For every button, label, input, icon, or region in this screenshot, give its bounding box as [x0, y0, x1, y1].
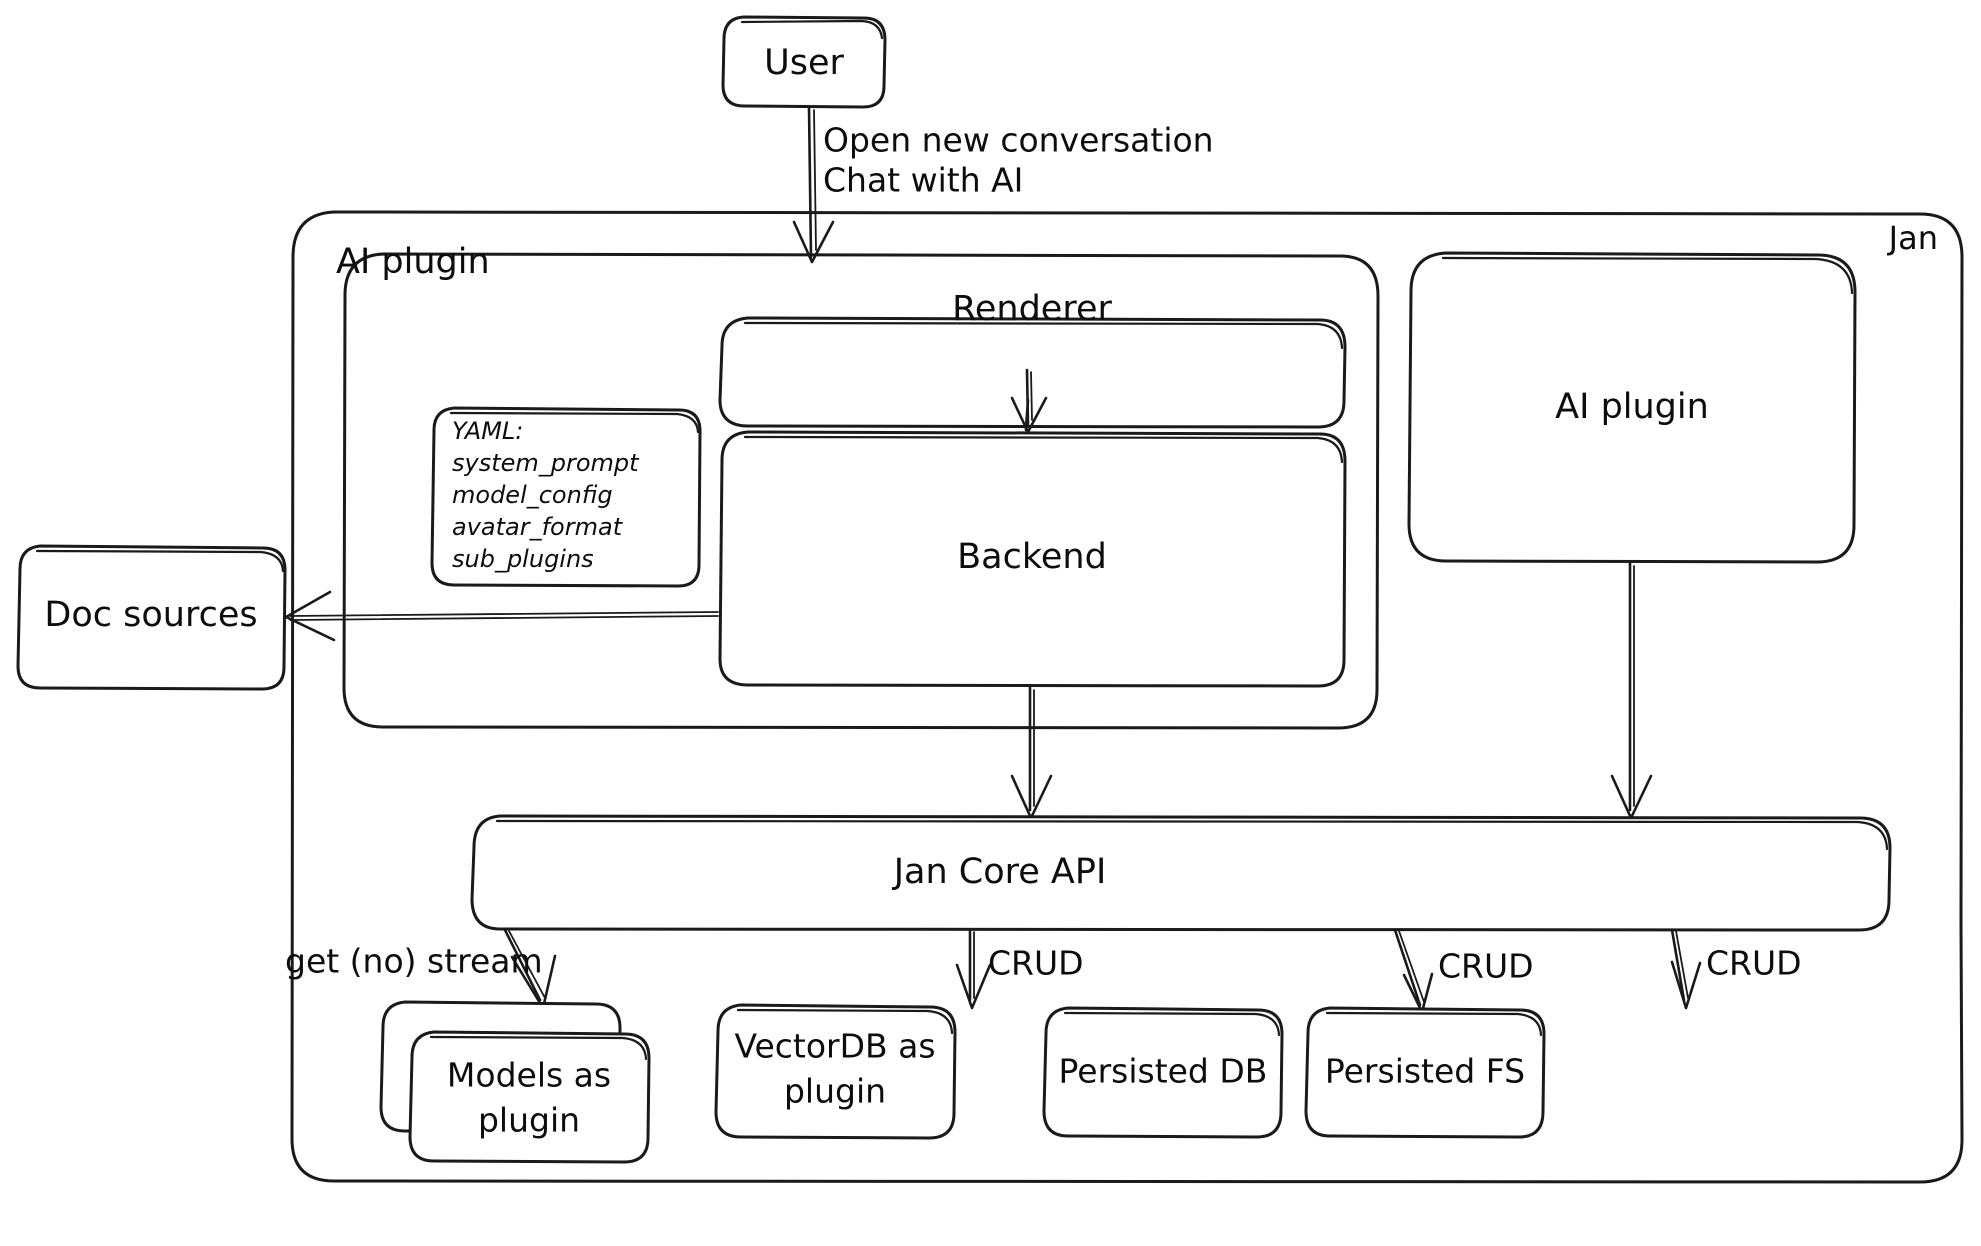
container-ai-plugin-group-label: AI plugin — [336, 242, 490, 282]
edge-user-to-renderer: Open new conversation Chat with AI — [792, 105, 1214, 264]
node-vectordb-plugin[interactable]: VectorDB as plugin — [714, 1003, 957, 1140]
node-doc-sources[interactable]: Doc sources — [16, 544, 287, 691]
node-persisted-fs[interactable]: Persisted FS — [1304, 1006, 1546, 1139]
yaml-key-model-config: model_config — [452, 481, 613, 509]
edge-core-to-persisted-db: CRUD — [1393, 928, 1534, 1014]
yaml-key-avatar-format: avatar_format — [452, 513, 624, 541]
edge-core-to-vectordb: CRUD — [955, 928, 1084, 1010]
node-doc-sources-label: Doc sources — [44, 595, 257, 635]
node-user-label: User — [764, 43, 844, 83]
container-jan-label: Jan — [1887, 219, 1938, 257]
node-renderer-label: Renderer — [952, 289, 1112, 329]
node-persisted-db[interactable]: Persisted DB — [1042, 1006, 1284, 1139]
node-models-plugin[interactable]: Models as plugin — [379, 1000, 651, 1164]
node-ai-plugin-label: AI plugin — [1555, 387, 1709, 427]
edge-label-crud-vectordb: CRUD — [988, 944, 1084, 983]
node-persisted-db-label: Persisted DB — [1059, 1052, 1268, 1091]
container-ai-plugin-group: AI plugin — [336, 242, 1380, 730]
edge-backend-to-core — [1010, 684, 1053, 820]
node-backend[interactable]: Backend — [718, 430, 1347, 688]
node-models-plugin-label-line1: Models as — [447, 1056, 611, 1095]
edge-label-get-no-stream: get (no) stream — [285, 942, 543, 981]
edge-label-crud-persisted-db: CRUD — [1438, 947, 1534, 986]
edge-label-chat-with-ai: Chat with AI — [823, 161, 1023, 200]
node-backend-label: Backend — [957, 537, 1107, 577]
yaml-key-system-prompt: system_prompt — [452, 449, 640, 477]
node-user[interactable]: User — [721, 15, 887, 109]
node-ai-plugin[interactable]: AI plugin — [1407, 251, 1857, 564]
node-vectordb-plugin-label-line1: VectorDB as — [734, 1027, 935, 1066]
yaml-key-sub-plugins: sub_plugins — [452, 545, 594, 573]
node-jan-core-api-label: Jan Core API — [892, 852, 1107, 892]
node-models-plugin-label-line2: plugin — [478, 1101, 580, 1140]
edge-core-to-persisted-fs: CRUD — [1670, 928, 1802, 1010]
yaml-title: YAML: — [452, 417, 523, 445]
node-renderer[interactable]: Renderer — [718, 289, 1347, 429]
node-yaml-note: YAML: system_prompt model_config avatar_… — [430, 406, 702, 588]
container-jan: Jan — [290, 210, 1964, 1184]
edge-label-open-conversation: Open new conversation — [823, 121, 1214, 160]
edge-core-to-models: get (no) stream — [285, 928, 557, 1010]
node-jan-core-api[interactable]: Jan Core API — [470, 814, 1892, 932]
edge-ai-plugin-to-core — [1610, 560, 1653, 820]
edge-backend-to-doc-sources — [284, 590, 719, 642]
node-vectordb-plugin-label-line2: plugin — [784, 1072, 886, 1111]
node-persisted-fs-label: Persisted FS — [1325, 1052, 1525, 1091]
edge-label-crud-persisted-fs: CRUD — [1706, 944, 1802, 983]
